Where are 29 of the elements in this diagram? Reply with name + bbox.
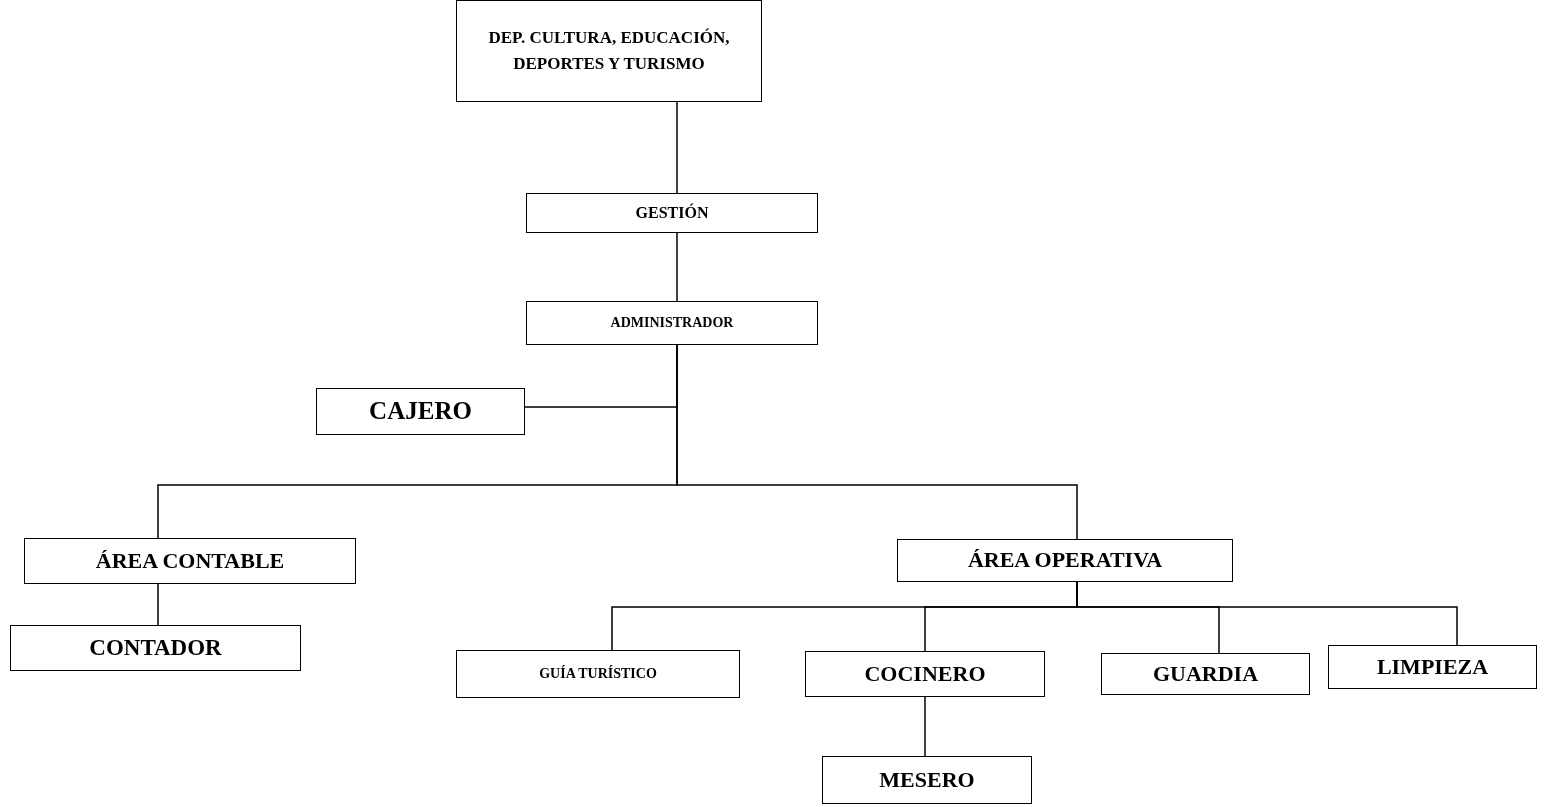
box-label: ADMINISTRADOR — [609, 314, 735, 333]
box-label: DEP. CULTURA, EDUCACIÓN, DEPORTES Y TURISMO — [487, 26, 731, 75]
connector-line — [157, 583, 159, 626]
box-label: COCINERO — [863, 659, 987, 688]
org-box — [24, 538, 356, 584]
box-label: GUÍA TURÍSTICO — [538, 664, 658, 684]
box-label: ÁREA CONTABLE — [94, 546, 286, 575]
connector-line — [676, 232, 678, 302]
box-label: GESTIÓN — [634, 202, 710, 223]
connector-line — [924, 696, 926, 757]
box-label: CAJERO — [368, 396, 473, 427]
org-box — [822, 756, 1032, 804]
connector-line — [676, 344, 1078, 540]
org-box — [526, 301, 818, 345]
org-box — [526, 193, 818, 233]
org-box — [897, 539, 1233, 582]
org-box — [1328, 645, 1537, 689]
org-box — [1101, 653, 1310, 695]
box-label: GUARDIA — [1151, 659, 1260, 688]
org-box — [456, 0, 762, 102]
box-label: LIMPIEZA — [1375, 652, 1490, 681]
org-box — [805, 651, 1045, 697]
box-label: MESERO — [878, 765, 976, 794]
org-box — [316, 388, 525, 435]
box-label: ÁREA OPERATIVA — [966, 546, 1164, 575]
connector-line — [676, 101, 678, 194]
org-box — [10, 625, 301, 671]
box-label: CONTADOR — [88, 634, 223, 663]
org-box — [456, 650, 740, 698]
